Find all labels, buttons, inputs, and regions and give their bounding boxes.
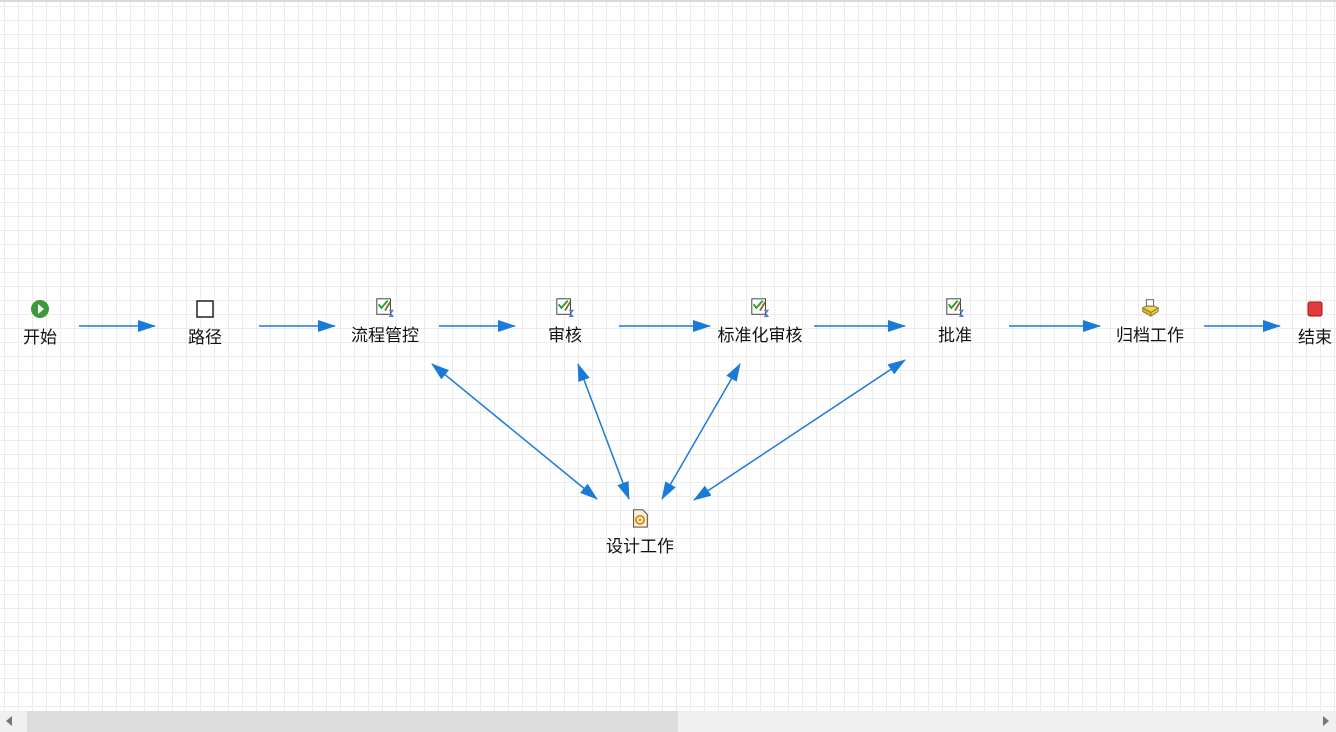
scroll-right-icon[interactable] (1323, 716, 1329, 726)
task-icon (946, 298, 965, 317)
node-std-review[interactable]: 标准化审核 (700, 297, 820, 346)
workflow-canvas[interactable]: 开始 路径 流程管控 审核 标准化审核 批准 归档工作 结束 设计工作 (0, 0, 1336, 711)
node-label: 路径 (188, 328, 222, 348)
node-route[interactable]: 路径 (145, 299, 265, 348)
horizontal-scrollbar[interactable] (0, 711, 1336, 732)
node-design[interactable]: 设计工作 (580, 508, 700, 557)
edge-flowcontrol-design[interactable] (431, 363, 598, 500)
node-label: 设计工作 (606, 537, 674, 557)
start-icon (31, 300, 49, 318)
scrollbar-thumb[interactable] (27, 711, 678, 732)
node-label: 结束 (1298, 328, 1332, 348)
edges-layer (79, 320, 1281, 501)
node-label: 标准化审核 (717, 326, 803, 346)
end-icon (1307, 301, 1323, 317)
archive-icon (1141, 299, 1160, 317)
node-approve[interactable]: 批准 (895, 297, 1015, 346)
node-label: 批准 (938, 326, 972, 346)
route-icon (196, 300, 214, 318)
node-end[interactable]: 结束 (1255, 299, 1336, 348)
node-label: 归档工作 (1116, 326, 1184, 346)
edge-approve-design[interactable] (693, 359, 906, 501)
node-archive[interactable]: 归档工作 (1090, 297, 1210, 346)
node-review[interactable]: 审核 (505, 297, 625, 346)
node-label: 审核 (548, 326, 582, 346)
scroll-left-icon[interactable] (6, 716, 12, 726)
edge-stdreview-design[interactable] (661, 363, 741, 500)
task-icon (376, 298, 395, 317)
design-icon (633, 509, 648, 528)
node-flow-control[interactable]: 流程管控 (325, 297, 445, 346)
node-start[interactable]: 开始 (0, 299, 100, 348)
task-icon (556, 298, 575, 317)
edge-review-design[interactable] (577, 363, 630, 500)
node-label: 流程管控 (351, 326, 419, 346)
node-label: 开始 (23, 328, 57, 348)
task-icon (751, 298, 770, 317)
